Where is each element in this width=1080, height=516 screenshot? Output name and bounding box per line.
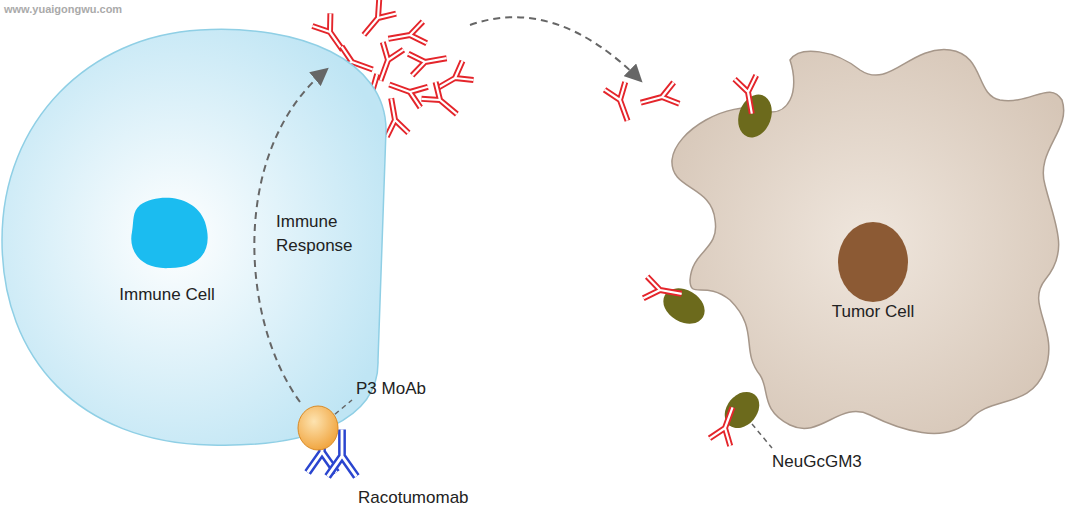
dashed-arrow bbox=[470, 17, 640, 80]
cell-outline bbox=[640, 40, 1080, 450]
cell-label: Immune Cell bbox=[119, 283, 214, 307]
callout-label: Racotumomab bbox=[358, 486, 469, 510]
cell-label: Tumor Cell bbox=[832, 300, 915, 324]
callout-label: P3 MoAb bbox=[356, 377, 426, 401]
watermark: www.yuaigongwu.com bbox=[4, 2, 122, 17]
cell-shape: Tumor Cell bbox=[640, 40, 1080, 450]
callout-label: Immune Response bbox=[276, 210, 376, 258]
callout-label: NeuGcGM3 bbox=[772, 450, 862, 474]
